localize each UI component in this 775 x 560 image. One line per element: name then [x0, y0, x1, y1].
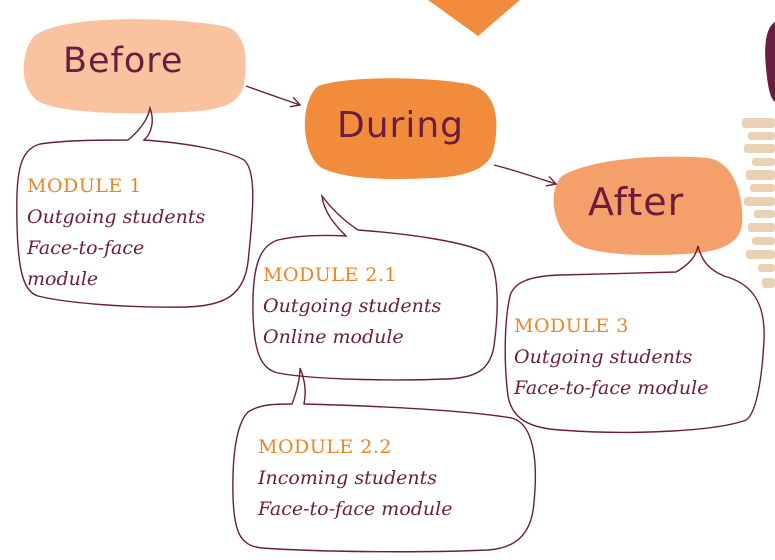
- module-1-text: MODULE 1 Outgoing students Face-to-face …: [27, 171, 205, 295]
- module-1-audience: Outgoing students: [27, 206, 206, 228]
- module-1-format-cont: module: [27, 268, 99, 290]
- module-2-2-text: MODULE 2.2 Incoming students Face-to-fac…: [258, 432, 452, 525]
- phase-label-during: During: [337, 105, 465, 146]
- module-3-bubble: [504, 245, 765, 434]
- module-2-2-format: Face-to-face module: [258, 498, 453, 520]
- during-blob: [304, 78, 497, 179]
- phase-label-before: Before: [63, 41, 184, 81]
- arrow-before-to-during: [245, 85, 302, 108]
- module-1-format: Face-to-face: [27, 237, 145, 259]
- right-texture-decoration: [742, 118, 775, 288]
- module-2-1-text: MODULE 2.1 Outgoing students Online modu…: [263, 260, 441, 353]
- after-blob: [553, 156, 743, 255]
- module-1-bubble: [16, 105, 254, 308]
- module-2-1-format: Online module: [263, 326, 404, 348]
- module-2-2-title: MODULE 2.2: [258, 436, 393, 458]
- module-3-title: MODULE 3: [514, 315, 629, 337]
- module-3-text: MODULE 3 Outgoing students Face-to-face …: [514, 311, 708, 404]
- module-1-title: MODULE 1: [27, 175, 142, 197]
- module-2-1-bubble: [252, 193, 498, 381]
- module-3-format: Face-to-face module: [514, 377, 709, 399]
- module-3-audience: Outgoing students: [514, 346, 693, 368]
- arrow-during-to-after: [493, 164, 558, 187]
- module-2-1-audience: Outgoing students: [263, 295, 442, 317]
- module-2-2-bubble: [232, 367, 537, 553]
- module-2-1-title: MODULE 2.1: [263, 264, 398, 286]
- module-2-2-audience: Incoming students: [258, 467, 438, 489]
- before-blob: [23, 19, 246, 114]
- top-orange-shape: [428, 0, 520, 36]
- right-plum-shape: [765, 22, 775, 102]
- phase-label-after: After: [588, 180, 685, 224]
